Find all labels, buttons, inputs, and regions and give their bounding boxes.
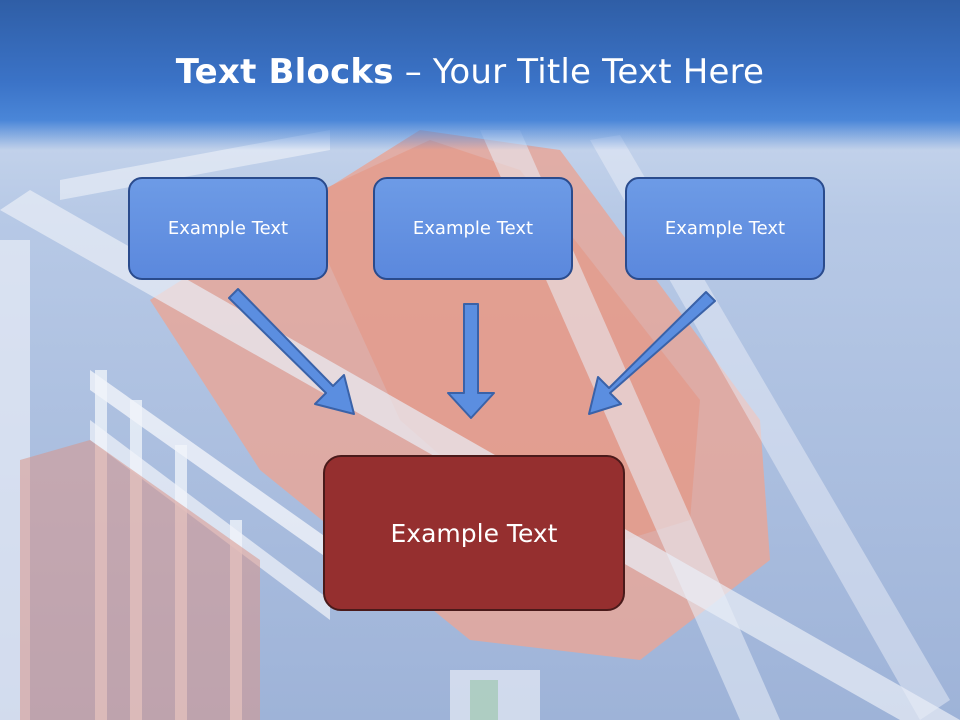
title-bar	[0, 0, 960, 150]
title-dash: –	[393, 52, 433, 92]
arrow-center	[447, 303, 495, 419]
slide-title: Text Blocks – Your Title Text Here	[0, 52, 940, 92]
target-block-label: Example Text	[390, 518, 558, 548]
text-block-3-label: Example Text	[664, 218, 786, 239]
title-rest: Your Title Text Here	[432, 52, 765, 92]
title-bold: Text Blocks	[175, 52, 394, 92]
arrow-left	[228, 288, 355, 415]
text-block-1-label: Example Text	[167, 218, 289, 239]
text-block-1[interactable]: Example Text	[128, 177, 328, 280]
target-block[interactable]: Example Text	[323, 455, 625, 611]
arrow-right	[588, 291, 716, 415]
text-block-3[interactable]: Example Text	[625, 177, 825, 280]
text-block-2[interactable]: Example Text	[373, 177, 573, 280]
text-block-2-label: Example Text	[412, 218, 534, 239]
